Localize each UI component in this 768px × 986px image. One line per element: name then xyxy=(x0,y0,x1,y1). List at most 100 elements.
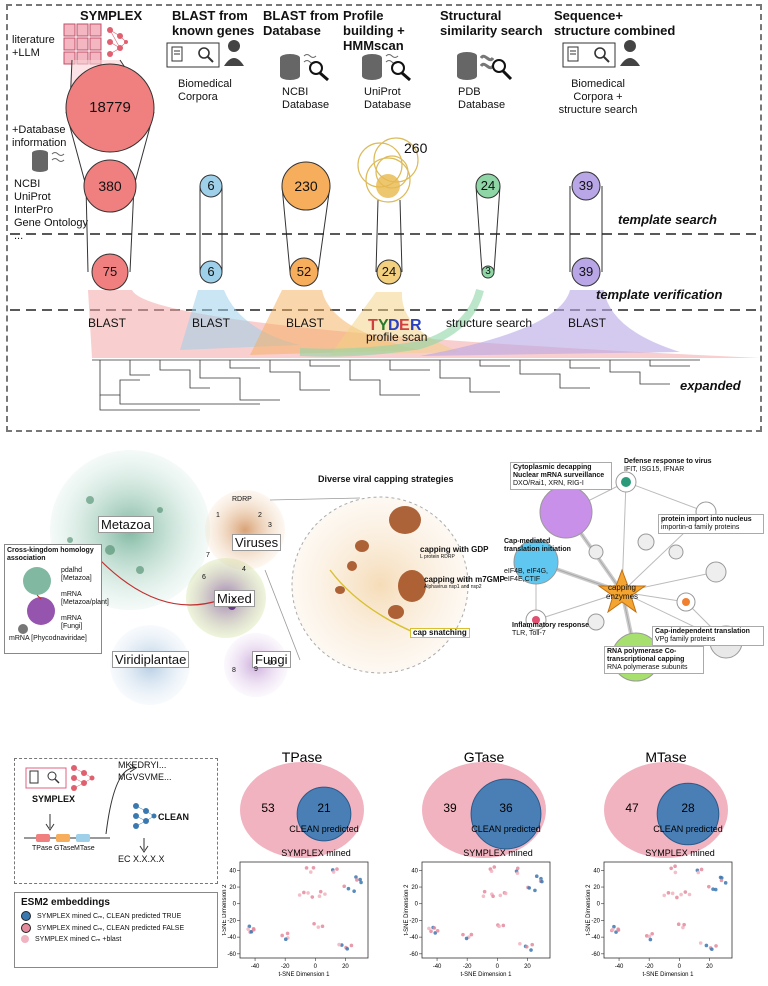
gene-label-tpase: TPase xyxy=(32,845,53,852)
legend-label: SYMPLEX mined Cₘ +blast xyxy=(35,936,122,943)
person-icon xyxy=(620,40,640,66)
tsne-point xyxy=(355,878,359,882)
cluster-number: 7 xyxy=(206,552,210,559)
tsne-point xyxy=(427,926,431,931)
legend-swatch xyxy=(21,911,31,921)
tsne-point xyxy=(713,887,718,892)
tsne-point xyxy=(358,877,362,882)
tsne-point xyxy=(525,944,529,949)
col-title-structure: Structural similarity search xyxy=(440,8,543,38)
tsne-point xyxy=(501,923,506,928)
tsne-point xyxy=(681,925,685,930)
tsne-point xyxy=(704,943,709,948)
tsne-point xyxy=(306,891,310,895)
stage-template-search: template search xyxy=(618,212,717,227)
y-tick-label: 20 xyxy=(229,885,236,891)
tsne-point xyxy=(673,864,677,869)
tsne-point xyxy=(687,892,692,897)
search-count-combined: 39 xyxy=(578,178,594,193)
verify-count-symplex: 75 xyxy=(102,264,118,279)
tsne-point xyxy=(337,942,341,947)
venn-clean-label: CLEAN predicted xyxy=(471,824,541,834)
col-title-combined: Sequence+ structure combined xyxy=(554,8,676,38)
source-profile: UniProt Database xyxy=(364,86,412,111)
module-sub: eIF4B, eIF4G, eIF4E,CTIF xyxy=(504,568,548,583)
tsne-point xyxy=(342,884,347,889)
cluster-number: 3 xyxy=(268,522,272,529)
tsne-point xyxy=(714,944,718,948)
tsne-point xyxy=(433,931,438,935)
venn-only-count: 53 xyxy=(261,801,275,815)
svg-text:E: E xyxy=(399,317,410,334)
search-count-symplex: 380 xyxy=(98,178,122,194)
source-structure: PDB Database xyxy=(458,86,506,111)
venn-clean-set xyxy=(470,778,542,850)
person-icon xyxy=(224,40,244,66)
module-title: Cap-independent translation xyxy=(655,628,750,635)
tsne-point xyxy=(648,937,653,942)
venn-symplex-label: SYMPLEX mined xyxy=(463,848,533,858)
tsne-point xyxy=(352,889,356,893)
x-tick-label: 0 xyxy=(678,964,682,970)
homology-item: mRNA [Fungi] xyxy=(61,615,83,630)
svg-text:R: R xyxy=(410,317,422,334)
venn-only-count: 47 xyxy=(625,801,639,815)
y-axis-label: t-SNE Dimension 2 xyxy=(404,884,410,936)
tsne-point xyxy=(683,890,688,894)
x-tick-label: 20 xyxy=(706,964,713,970)
cluster-number: 8 xyxy=(232,667,236,674)
stage-template-verification: template verification xyxy=(596,287,723,302)
database-search-icon xyxy=(362,54,411,82)
x-tick-label: 0 xyxy=(496,964,500,970)
search-count-blast-db: 230 xyxy=(294,178,318,194)
tsne-point xyxy=(469,932,474,937)
tsne-point xyxy=(679,892,683,897)
verify-count-combined: 39 xyxy=(578,264,594,279)
y-tick-label: 20 xyxy=(411,885,418,891)
tsne-frame xyxy=(239,861,369,959)
legend-item: SYMPLEX mined Cₘ, CLEAN predicted TRUE xyxy=(15,910,217,922)
viral-item-sub: L protein RDRP xyxy=(420,554,455,560)
tsne-point xyxy=(675,895,679,900)
gene-label-gtase: GTase xyxy=(54,845,75,852)
search-count-blast-known: 6 xyxy=(207,178,215,193)
legend-swatch xyxy=(21,935,29,943)
tsne-point xyxy=(696,870,701,875)
tsne-point xyxy=(340,943,344,947)
venn-title: MTase xyxy=(645,750,686,765)
tsne-point xyxy=(482,889,487,894)
verify-count-blast-db: 52 xyxy=(296,264,312,279)
viral-item-title: cap snatching xyxy=(413,628,467,637)
viral-capping-title: Diverse viral capping strategies xyxy=(318,474,454,484)
legend-item: SYMPLEX mined Cₘ +blast xyxy=(15,934,217,944)
clean-label: CLEAN xyxy=(158,812,189,822)
y-tick-label: -40 xyxy=(409,935,418,941)
tsne-point xyxy=(246,927,250,931)
rdrp-label: RDRP xyxy=(232,496,252,503)
module-sub: RNA polymerase subunits xyxy=(607,664,688,671)
cluster-number: 5 xyxy=(232,598,236,605)
tsne-point xyxy=(515,871,520,876)
y-tick-label: -20 xyxy=(227,918,236,924)
tsne-point xyxy=(533,888,537,893)
tsne-point xyxy=(283,937,288,941)
verify-count-profile: 24 xyxy=(381,264,397,279)
tsne-point xyxy=(711,887,715,891)
y-tick-label: 20 xyxy=(593,885,600,891)
tsne-point xyxy=(540,879,544,884)
y-tick-label: -20 xyxy=(591,918,600,924)
y-tick-label: 0 xyxy=(597,902,601,908)
document-grid-icon xyxy=(63,23,128,65)
tsne-point xyxy=(676,922,681,927)
venn-symplex-label: SYMPLEX mined xyxy=(645,848,715,858)
viral-item-title: capping with m7GMP xyxy=(424,575,505,584)
venn-clean-set xyxy=(656,782,720,846)
x-tick-label: 20 xyxy=(342,964,349,970)
method-structure: structure search xyxy=(446,316,533,330)
x-tick-label: -40 xyxy=(251,964,260,970)
method-symplex: BLAST xyxy=(88,316,127,330)
source-blast-known: Biomedical Corpora xyxy=(178,78,232,103)
tsne-point xyxy=(534,874,539,879)
